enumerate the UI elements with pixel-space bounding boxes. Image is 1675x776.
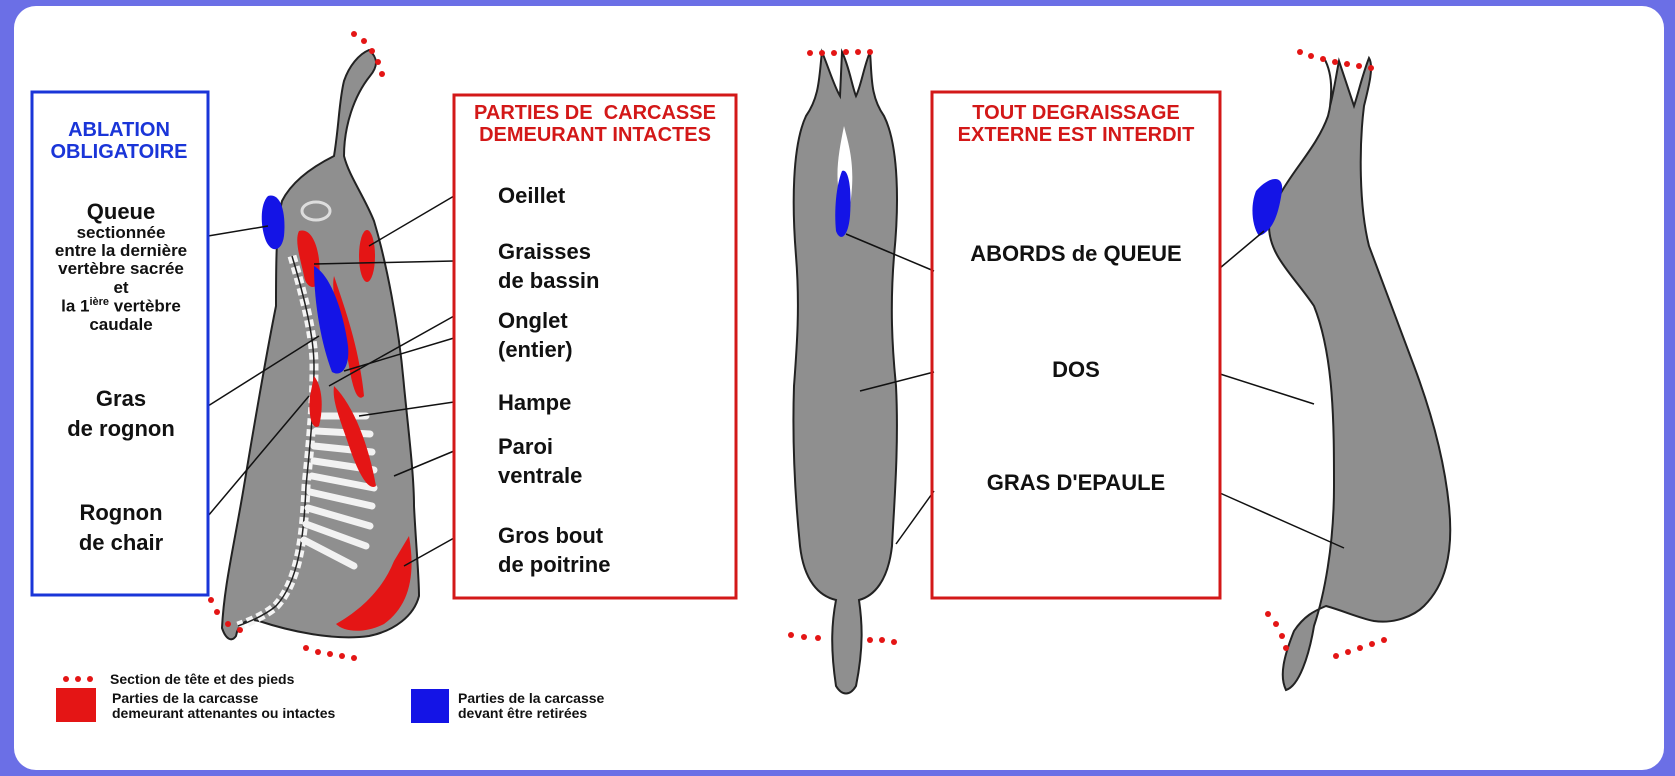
- degraissage-box-frame: [932, 92, 1220, 598]
- queue-detail-4: et: [36, 279, 206, 297]
- legend-dots-symbol: [63, 676, 93, 682]
- gras-rognon-label: Gras de rognon: [36, 384, 206, 443]
- intact-item-hampe: Hampe: [498, 391, 571, 415]
- queue-heading: Queue: [36, 200, 206, 224]
- legend-blue-line2: devant être retirées: [458, 706, 604, 721]
- queue-detail-2: entre la dernière: [36, 242, 206, 260]
- back-view-carcass: [788, 49, 934, 694]
- side-view-carcass: [1220, 49, 1450, 690]
- legend-red-label: Parties de la carcasse demeurant attenan…: [112, 691, 335, 720]
- ablation-title: ABLATION OBLIGATOIRE: [44, 120, 194, 163]
- side-carcass-body: [1269, 58, 1450, 690]
- intact-item-graisses: Graisses de bassin: [498, 238, 599, 295]
- carcass-artwork: [14, 6, 1664, 770]
- legend-red-line2: demeurant attenantes ou intactes: [112, 706, 335, 721]
- gras-line1: Gras: [36, 384, 206, 414]
- legend-dots-label: Section de tête et des pieds: [110, 672, 294, 687]
- intact-item-line: Hampe: [498, 391, 571, 415]
- intact-item-paroi: Paroi ventrale: [498, 433, 582, 490]
- ablation-title-line1: ABLATION: [44, 120, 194, 142]
- intact-title-line1: PARTIES DE CARCASSE: [456, 103, 734, 125]
- diagram-frame: ABLATION OBLIGATOIRE Queue sectionnée en…: [14, 6, 1664, 770]
- intact-item-line: de bassin: [498, 267, 599, 296]
- queue-detail-5sup: ière: [89, 296, 109, 308]
- gras-line2: de rognon: [36, 414, 206, 444]
- legend-blue-swatch: [411, 689, 449, 723]
- intact-item-line: Onglet: [498, 307, 573, 336]
- left-half-carcass: [208, 31, 454, 661]
- intact-item-gros-bout: Gros bout de poitrine: [498, 522, 610, 579]
- intact-item-oeillet: Oeillet: [498, 184, 565, 208]
- intact-item-line: de poitrine: [498, 551, 610, 580]
- legend-red-line1: Parties de la carcasse: [112, 691, 335, 706]
- queue-detail-6: caudale: [36, 316, 206, 334]
- intact-item-line: Gros bout: [498, 522, 610, 551]
- degraissage-title: TOUT DEGRAISSAGE EXTERNE EST INTERDIT: [934, 103, 1218, 146]
- queue-label: Queue sectionnée entre la dernière vertè…: [36, 200, 206, 335]
- ablation-title-line2: OBLIGATOIRE: [44, 142, 194, 164]
- queue-detail-1: sectionnée: [36, 224, 206, 242]
- legend-blue-label: Parties de la carcasse devant être retir…: [458, 691, 604, 720]
- rognon-line1: Rognon: [36, 498, 206, 528]
- degraissage-item-abords: ABORDS de QUEUE: [934, 242, 1218, 266]
- legend-blue-line1: Parties de la carcasse: [458, 691, 604, 706]
- intact-item-line: ventrale: [498, 462, 582, 491]
- degraissage-title-line2: EXTERNE EST INTERDIT: [934, 125, 1218, 147]
- intact-title-line2: DEMEURANT INTACTES: [456, 125, 734, 147]
- queue-detail-5a: la 1: [61, 297, 89, 316]
- intact-item-line: (entier): [498, 336, 573, 365]
- queue-detail-3: vertèbre sacrée: [36, 260, 206, 278]
- degraissage-item-dos: DOS: [934, 358, 1218, 382]
- legend-red-swatch: [56, 688, 96, 722]
- rognon-chair-label: Rognon de chair: [36, 498, 206, 557]
- intact-item-line: Oeillet: [498, 184, 565, 208]
- intact-item-line: Paroi: [498, 433, 582, 462]
- intact-item-line: Graisses: [498, 238, 599, 267]
- intact-title: PARTIES DE CARCASSE DEMEURANT INTACTES: [456, 103, 734, 146]
- rognon-line2: de chair: [36, 528, 206, 558]
- queue-detail-5b: vertèbre: [109, 297, 181, 316]
- degraissage-item-gras-epaule: GRAS D'EPAULE: [934, 471, 1218, 495]
- degraissage-title-line1: TOUT DEGRAISSAGE: [934, 103, 1218, 125]
- queue-detail-5: la 1ière vertèbre: [36, 297, 206, 316]
- intact-item-onglet: Onglet (entier): [498, 307, 573, 364]
